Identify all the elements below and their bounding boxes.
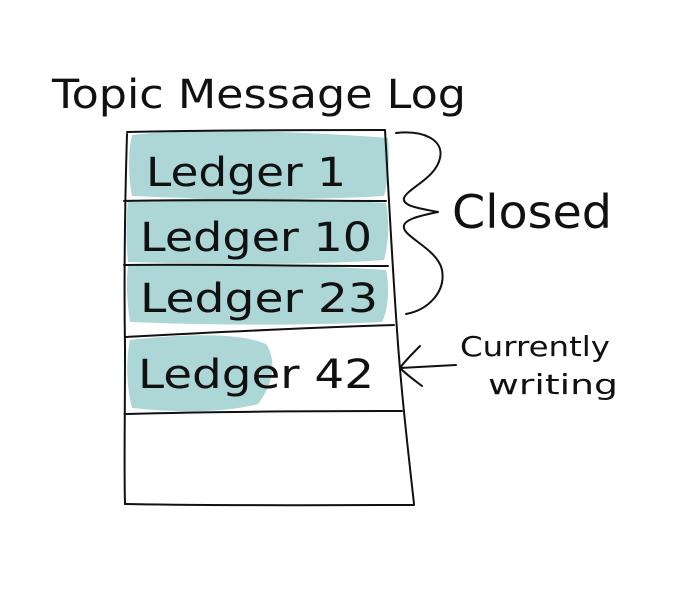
- wash-ledger-42: [127, 335, 273, 412]
- wash-ledger-1: [129, 131, 389, 200]
- ledger-label-42: Ledger 42: [138, 352, 374, 398]
- ledger-label-23: Ledger 23: [140, 276, 378, 322]
- currently-label: Currently: [460, 330, 610, 363]
- ledger-washes: [126, 131, 389, 412]
- arrow-head: [399, 345, 423, 387]
- stack-left-edge: [123, 133, 128, 505]
- ledger-label-1: Ledger 1: [146, 150, 346, 196]
- wash-ledger-10: [126, 198, 389, 264]
- divider-3: [124, 324, 395, 338]
- divider-4: [124, 410, 403, 415]
- divider-1: [123, 199, 387, 202]
- stack-right-edge: [384, 129, 415, 505]
- stack-top-edge: [126, 129, 386, 133]
- ledger-stack: [123, 129, 415, 507]
- ledger-label-10: Ledger 10: [140, 215, 372, 261]
- closed-brace: [395, 131, 444, 315]
- stack-bottom-edge: [124, 503, 415, 507]
- divider-2: [123, 263, 389, 267]
- arrow-shaft: [399, 364, 457, 369]
- diagram-title: Topic Message Log: [51, 72, 466, 118]
- writing-label: writing: [488, 368, 618, 401]
- closed-label: Closed: [452, 185, 612, 239]
- writing-arrow: [399, 345, 457, 387]
- wash-ledger-23: [126, 264, 389, 325]
- ledger-labels: Ledger 1 Ledger 10 Ledger 23 Ledger 42: [138, 150, 378, 398]
